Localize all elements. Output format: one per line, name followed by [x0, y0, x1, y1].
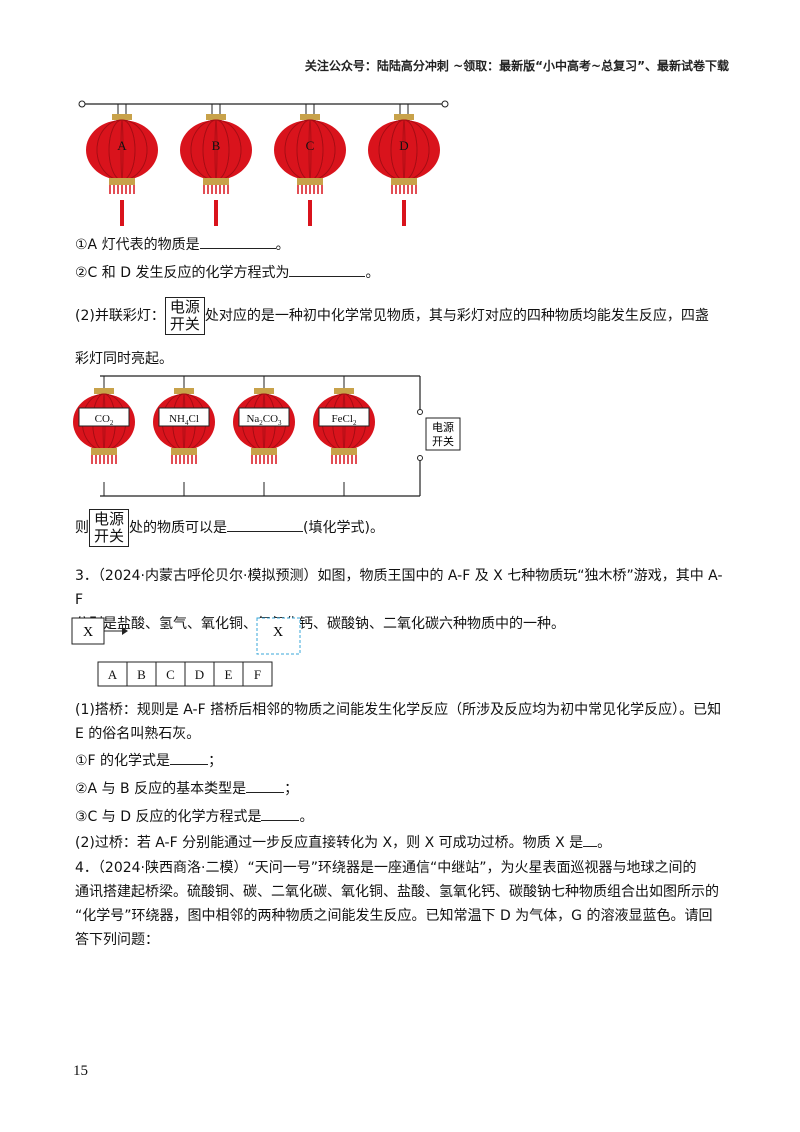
lantern-label: D	[399, 138, 408, 153]
bridge-cell-label: D	[195, 667, 204, 682]
q2-answer: 则电源开关处的物质可以是(填化学式)。	[75, 509, 384, 547]
bridge-cell-label: F	[254, 667, 261, 682]
q2-part2: (2)并联彩灯：电源开关处对应的是一种初中化学常见物质，其与彩灯对应的四种物质均…	[75, 297, 709, 335]
switch-box	[425, 417, 461, 451]
q2-item2: ②C 和 D 发生反应的化学方程式为。	[75, 262, 379, 283]
q3-part1: (1)搭桥：规则是 A-F 搭桥后相邻的物质之间能发生化学反应（所涉及反应均为初…	[75, 702, 722, 742]
series-lantern: D	[368, 114, 440, 226]
q3-part2: (2)过桥：若 A-F 分别能通过一步反应直接转化为 X，则 X 可成功过桥。物…	[75, 832, 611, 853]
parallel-lantern: Na2CO3	[233, 388, 295, 496]
bridge-cell	[242, 661, 273, 687]
parallel-lantern: NH4Cl	[153, 388, 215, 496]
answer-blank[interactable]	[246, 778, 285, 793]
q2-item1: ①A 灯代表的物质是。	[75, 234, 290, 255]
parallel-lantern: CO2	[73, 388, 135, 496]
page-number: 15	[73, 1063, 88, 1079]
switch-label-2: 开关	[432, 434, 454, 448]
bridge-cell	[184, 661, 215, 687]
answer-blank[interactable]	[227, 517, 304, 532]
parallel-lantern-figure: 电源 开关 CO2 NH4Cl Na2CO3 FeCl2	[73, 375, 461, 497]
bridge-cell	[213, 661, 244, 687]
bridge-cell-label: A	[108, 667, 118, 682]
q3-sub1: ①F 的化学式是；	[75, 750, 222, 771]
lantern-formula: NH4Cl	[169, 413, 199, 427]
series-lantern: B	[180, 114, 252, 226]
bridge-cell-label: B	[137, 667, 146, 682]
lantern-formula: Na2CO3	[246, 413, 282, 427]
lantern-formula: CO2	[95, 413, 114, 427]
q3-sub3: ③C 与 D 反应的化学方程式是。	[75, 806, 313, 827]
q3-sub2: ②A 与 B 反应的基本类型是；	[75, 778, 298, 799]
q4-stem: 4．（2024·陕西商洛·二模）“天问一号”环绕器是一座通信“中继站”，为火星表…	[75, 860, 719, 948]
x-label: X	[83, 625, 93, 640]
page-header: 关注公众号：陆陆高分冲刺 ~领取：最新版“小中高考~总复习”、最新试卷下载	[304, 59, 729, 73]
bridge-cell-label: C	[166, 667, 175, 682]
answer-blank[interactable]	[199, 234, 276, 249]
bridge-cell	[126, 661, 157, 687]
x-dashed-label: X	[273, 625, 283, 640]
series-lantern: C	[274, 114, 346, 226]
x-dashed-box	[256, 617, 301, 655]
lantern-label: A	[117, 138, 127, 153]
q2-part2-cont: 彩灯同时亮起。	[75, 351, 173, 367]
lantern-label: B	[212, 138, 221, 153]
answer-blank[interactable]	[261, 806, 300, 821]
bridge-figure: X X A B C D E F	[71, 617, 301, 687]
series-lantern: A	[86, 114, 158, 226]
power-switch-box-2: 电源开关	[89, 509, 130, 547]
q3-stem: 3．（2024·内蒙古呼伦贝尔·模拟预测）如图，物质王国中的 A-F 及 X 七…	[75, 568, 723, 632]
power-switch-box: 电源开关	[164, 297, 205, 335]
answer-blank[interactable]	[583, 832, 598, 847]
lantern-label: C	[306, 138, 315, 153]
lantern-formula: FeCl2	[332, 413, 357, 427]
series-lantern-figure: A B C D	[78, 100, 449, 226]
answer-blank[interactable]	[289, 262, 366, 277]
answer-blank[interactable]	[170, 750, 209, 765]
bridge-cell	[155, 661, 186, 687]
bridge-cell-label: E	[225, 667, 233, 682]
switch-label-1: 电源	[432, 420, 454, 434]
parallel-lantern: FeCl2	[313, 388, 375, 496]
